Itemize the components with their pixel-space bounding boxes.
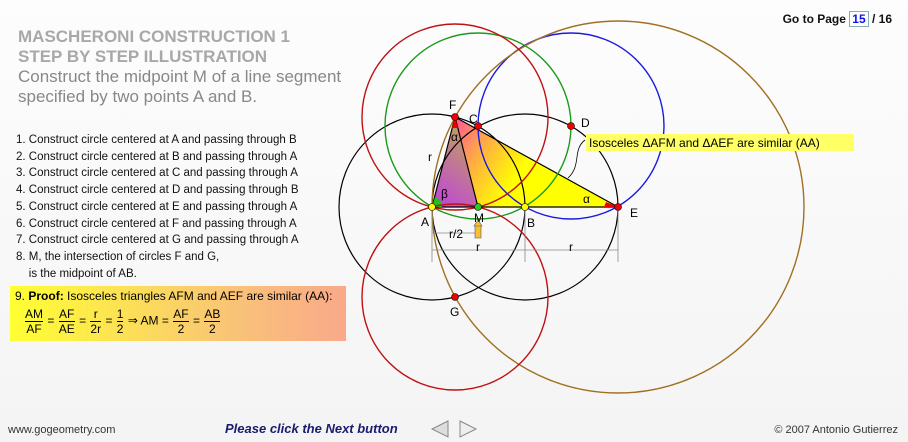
proof-text: Isosceles triangles AFM and AEF are simi… <box>67 289 333 303</box>
title-line-2: STEP BY STEP ILLUSTRATION <box>18 47 268 66</box>
step-item: 6. Construct circle centered at F and pa… <box>16 217 297 230</box>
next-button[interactable] <box>458 420 478 438</box>
point-g <box>451 293 459 301</box>
label-r-half: r/2 <box>449 227 463 241</box>
equals: = <box>79 313 87 328</box>
frac-num: AB <box>204 307 221 322</box>
frac-den: 2 <box>208 322 216 336</box>
label-c: C <box>469 112 478 126</box>
implies: ⇒ AM <box>127 313 159 328</box>
points <box>428 113 622 301</box>
footer: www.gogeometry.com Please click the Next… <box>0 412 908 442</box>
dimension-lines <box>431 210 619 262</box>
label-a: A <box>421 215 429 229</box>
angle-alpha-f <box>452 117 458 128</box>
triangle-left-icon <box>430 420 449 438</box>
circle-g <box>361 203 549 391</box>
label-alpha-e: α <box>583 192 590 206</box>
frac-den: 2 <box>116 322 124 336</box>
copyright: © 2007 Antonio Gutierrez <box>774 424 898 436</box>
frac-den: 2r <box>90 322 102 336</box>
proof-box: 9. Proof: Isosceles triangles AFM and AE… <box>10 286 346 341</box>
frac-num: AF <box>58 307 75 322</box>
step-item: 1. Construct circle centered at A and pa… <box>16 134 297 146</box>
equals: = <box>192 313 200 328</box>
arrow-up-icon <box>473 219 483 239</box>
step-item: 3. Construct circle centered at C and pa… <box>16 167 298 180</box>
label-r-be: r <box>569 240 573 254</box>
proof-number: 9. <box>15 289 26 303</box>
frac-den: AF <box>26 322 42 336</box>
frac-den: AE <box>58 322 75 336</box>
steps-list: 1. Construct circle centered at A and pa… <box>16 132 299 282</box>
label-m: M <box>474 211 484 225</box>
step-item: 8. M, the intersection of circles F and … <box>16 250 220 263</box>
step-item: 4. Construct circle centered at D and pa… <box>16 184 299 197</box>
circle-f <box>361 23 549 211</box>
step-item: 5. Construct circle centered at E and pa… <box>16 200 298 213</box>
callout-pointer <box>567 139 586 179</box>
page-number-input[interactable]: 15 <box>849 11 869 27</box>
frac-den: 2 <box>177 322 185 336</box>
triangle-afm <box>432 117 478 207</box>
step-item: 2. Construct circle centered at B and pa… <box>16 150 298 163</box>
point-f <box>451 113 459 121</box>
prev-button[interactable] <box>430 420 450 438</box>
go-to-page: Go to Page 15 / 16 <box>783 11 892 27</box>
label-alpha-f: α <box>451 130 458 144</box>
point-c <box>474 122 482 130</box>
label-b: B <box>527 216 535 230</box>
frac-num: 1 <box>116 307 124 322</box>
label-beta: β <box>441 187 448 201</box>
step-item: 7. Construct circle centered at G and pa… <box>16 234 299 247</box>
next-message: Please click the Next button <box>225 421 398 436</box>
callout-bg <box>586 134 854 151</box>
frac-num: AM <box>25 307 43 322</box>
label-r-side: r <box>428 150 432 164</box>
total-pages: / 16 <box>871 12 892 26</box>
goto-label: Go to Page <box>782 12 846 26</box>
title-line-1: MASCHERONI CONSTRUCTION 1 <box>18 27 291 46</box>
point-b <box>521 203 529 211</box>
label-g: G <box>450 305 459 319</box>
label-e: E <box>630 206 638 220</box>
equals: = <box>105 313 113 328</box>
point-a <box>428 203 436 211</box>
point-m <box>474 203 482 211</box>
subtitle: Construct the midpoint M of a line segme… <box>18 67 342 106</box>
proof-label: Proof: <box>28 289 64 303</box>
triangle-right-icon <box>459 420 478 438</box>
site-link[interactable]: www.gogeometry.com <box>8 424 116 436</box>
label-d: D <box>581 116 590 130</box>
equals: = <box>47 313 55 328</box>
step-item: is the midpoint of AB. <box>16 267 137 280</box>
label-f: F <box>449 98 456 112</box>
point-e <box>614 203 622 211</box>
callout-text: Isosceles ΔAFM and ΔAEF are similar (AA) <box>589 136 820 150</box>
equals: = <box>161 313 169 328</box>
frac-num: r <box>90 307 102 322</box>
point-d <box>567 122 575 130</box>
segment-fm <box>454 116 479 208</box>
frac-num: AF <box>173 307 189 322</box>
label-r-ab: r <box>476 240 480 254</box>
